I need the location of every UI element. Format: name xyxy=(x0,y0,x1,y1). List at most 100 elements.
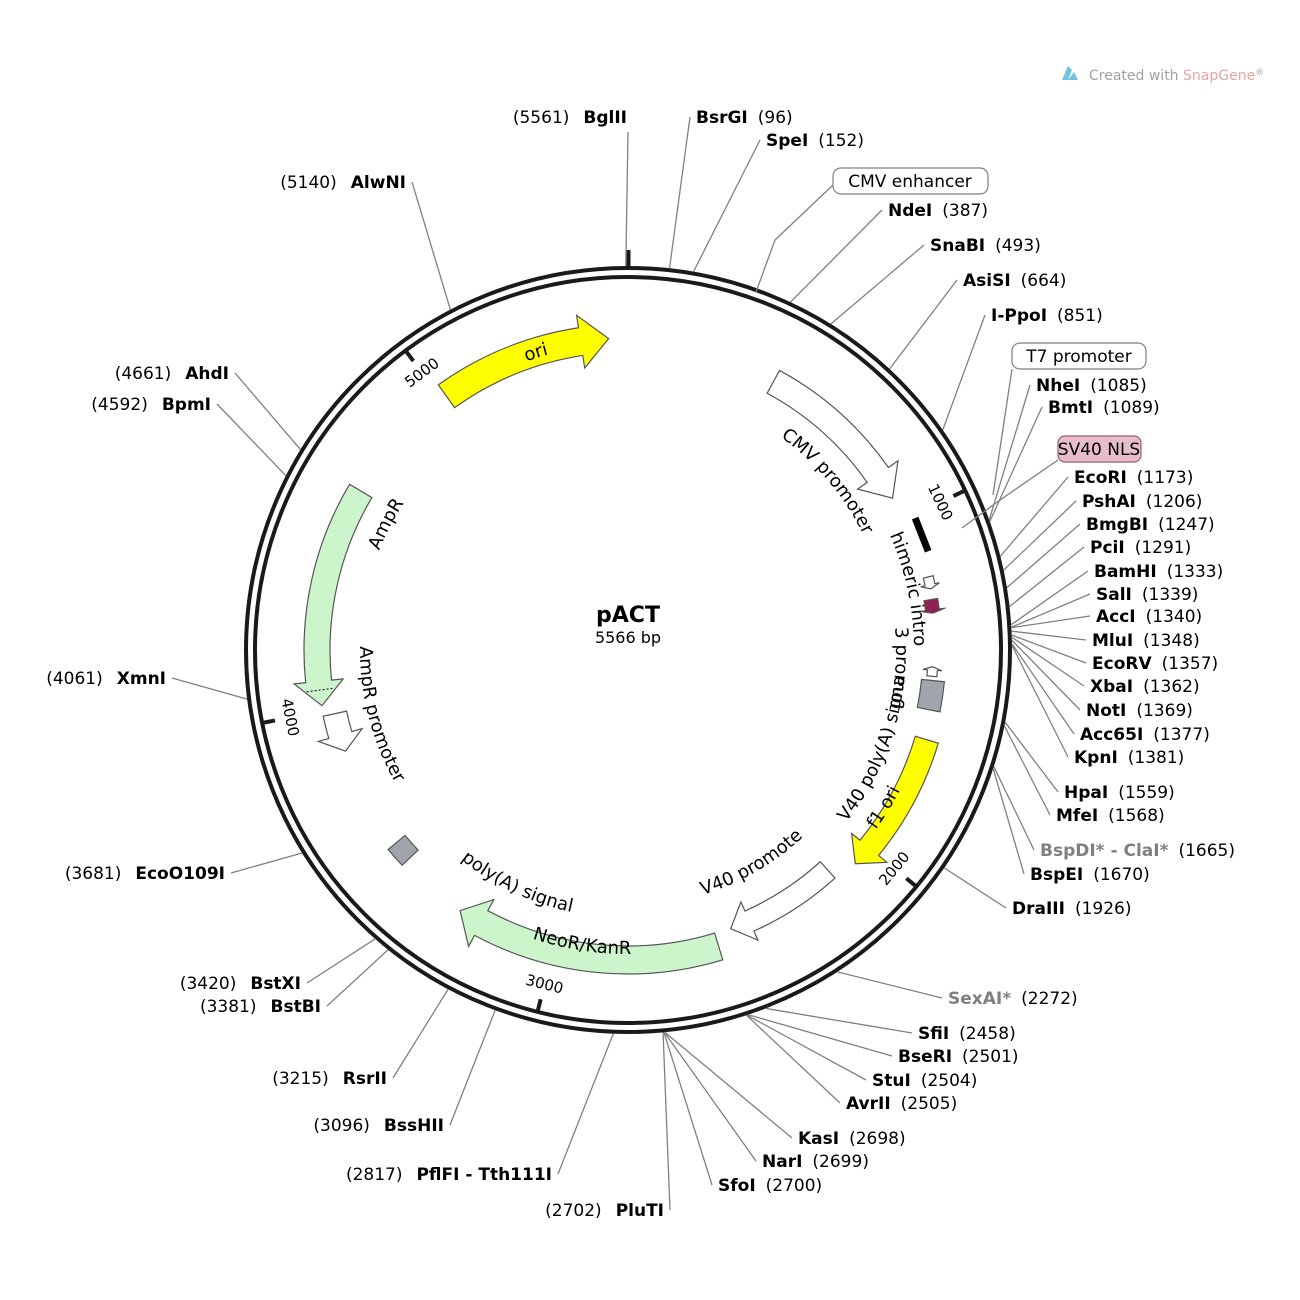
site-mfei-label: MfeI(1568) xyxy=(1056,806,1165,826)
site-bmgbi: BmgBI(1247) xyxy=(1086,515,1215,535)
sv40-nls-label: SV40 NLS xyxy=(1058,440,1140,460)
site-sali-label: SalI(1339) xyxy=(1096,585,1198,605)
site-ndei: NdeI(387) xyxy=(888,201,988,221)
site-asisi-position: (664) xyxy=(1021,271,1067,291)
site-pshai-leader xyxy=(1003,500,1077,571)
site-bsrgi: BsrGI(96) xyxy=(696,108,793,128)
site-draiii-leader xyxy=(943,867,1007,909)
site-sfii: SfiI(2458) xyxy=(918,1024,1016,1044)
site-bspdi-clai-leader xyxy=(993,766,1035,851)
site-pluti-position: (2702) xyxy=(545,1201,602,1221)
site-bsrgi-leader xyxy=(668,116,691,269)
site-stui: StuI(2504) xyxy=(872,1071,977,1091)
site-i-ppoi-label: I-PpoI (851) xyxy=(991,306,1103,326)
tick-mark xyxy=(261,718,276,725)
site-pluti-label: (2702)PluTI xyxy=(545,1201,664,1221)
site-i-ppoi-position: (851) xyxy=(1057,306,1103,326)
site-nari: NarI(2699) xyxy=(762,1152,869,1172)
site-rsrii-label: (3215)RsrII xyxy=(272,1069,387,1089)
site-ecorv-enzyme: EcoRV xyxy=(1092,654,1152,674)
site-sali-leader xyxy=(1011,593,1091,628)
site-acci-label: AccI(1340) xyxy=(1096,607,1202,627)
tick-label: 4000 xyxy=(278,697,303,738)
site-ecoo109i-position: (3681) xyxy=(65,864,122,884)
site-spei-enzyme: SpeI xyxy=(766,131,808,151)
site-bstxi-enzyme: BstXI xyxy=(250,974,301,994)
tick-label: 3000 xyxy=(524,971,565,998)
site-bamhi-label: BamHI(1333) xyxy=(1094,562,1223,582)
tick-mark xyxy=(403,349,415,363)
site-bmgbi-enzyme: BmgBI xyxy=(1086,515,1148,535)
site-stui-position: (2504) xyxy=(921,1071,978,1091)
site-rsrii: (3215)RsrII xyxy=(272,1069,387,1089)
site-bpmi-label: (4592) BpmI xyxy=(91,395,211,415)
site-asisi-leader xyxy=(889,279,958,370)
site-snabi-enzyme: SnaBI xyxy=(930,236,985,256)
site-xbai-leader xyxy=(1011,636,1085,687)
site-nari-leader xyxy=(663,1031,757,1162)
site-bseri-enzyme: BseRI xyxy=(898,1047,952,1067)
site-bmti: BmtI (1089) xyxy=(1048,398,1160,418)
site-bmti-label: BmtI (1089) xyxy=(1048,398,1160,418)
site-hpai-position: (1559) xyxy=(1118,783,1175,803)
watermark-text: Created with SnapGene® xyxy=(1089,68,1264,84)
site-sexai-leader xyxy=(837,971,943,999)
site-bglii-position: (5561) xyxy=(513,108,570,128)
site-sfii-label: SfiI(2458) xyxy=(918,1024,1016,1044)
ampr-promoter-feature-arrow xyxy=(316,710,364,752)
site-bpmi-enzyme: BpmI xyxy=(162,395,211,415)
site-alwni-leader xyxy=(411,181,451,310)
cmv-enhancer-label-group: CMV enhancer xyxy=(755,167,989,293)
site-xbai: XbaI(1362) xyxy=(1090,677,1200,697)
site-pshai: PshAI(1206) xyxy=(1082,492,1202,512)
site-rsrii-position: (3215) xyxy=(272,1069,329,1089)
site-sfoi-enzyme: SfoI xyxy=(718,1176,756,1196)
backbone-inner-ring xyxy=(253,275,1003,1025)
site-bstxi-leader xyxy=(306,938,376,984)
ampr-promoter-label: AmpR promoter xyxy=(355,646,410,786)
site-asisi-enzyme: AsiSI xyxy=(963,271,1011,291)
site-bamhi-enzyme: BamHI xyxy=(1094,562,1157,582)
tick-label: 1000 xyxy=(924,481,957,523)
site-sfoi: SfoI(2700) xyxy=(718,1176,822,1196)
site-ecori-position: (1173) xyxy=(1137,468,1194,488)
site-bsshii-label: (3096)BssHII xyxy=(313,1116,444,1136)
site-bpmi-position: (4592) xyxy=(91,395,148,415)
site-alwni: (5140)AlwNI xyxy=(280,173,406,193)
site-kpni-label: KpnI(1381) xyxy=(1074,748,1184,768)
site-ahdi-leader xyxy=(234,372,301,450)
site-mlui: MluI(1348) xyxy=(1092,631,1200,651)
site-mfei-leader xyxy=(1003,725,1051,816)
site-kpni-enzyme: KpnI xyxy=(1074,748,1118,768)
site-bmgbi-leader xyxy=(1006,523,1081,589)
t7-promoter-label-group: T7 promoter xyxy=(992,342,1147,496)
site-draiii: DraIII(1926) xyxy=(1012,899,1131,919)
cmv-promoter-feature-arrow xyxy=(766,369,899,499)
site-acci-enzyme: AccI xyxy=(1096,607,1136,627)
site-mfei-enzyme: MfeI xyxy=(1056,806,1098,826)
site-ecorv: EcoRV(1357) xyxy=(1092,654,1218,674)
site-bsshii-leader xyxy=(449,1010,496,1126)
chimeric-intron-label: chimeric intron xyxy=(0,0,930,647)
site-pcii: PciI(1291) xyxy=(1090,538,1191,558)
site-bmti-position: (1089) xyxy=(1103,398,1160,418)
site-bmti-enzyme: BmtI xyxy=(1048,398,1093,418)
site-i-ppoi: I-PpoI (851) xyxy=(991,306,1103,326)
site-bstbi-enzyme: BstBI xyxy=(271,997,322,1017)
t7-promoter-leader xyxy=(992,368,1013,496)
site-bamhi: BamHI(1333) xyxy=(1094,562,1223,582)
site-ndei-label: NdeI(387) xyxy=(888,201,988,221)
site-spei-position: (152) xyxy=(818,131,864,151)
site-i-ppoi-enzyme: I-PpoI xyxy=(991,306,1047,326)
sv40-nls-leader-2 xyxy=(961,499,1001,529)
site-snabi: SnaBI(493) xyxy=(930,236,1041,256)
site-asisi: AsiSI (664) xyxy=(963,271,1066,291)
site-alwni-position: (5140) xyxy=(280,173,337,193)
site-mlui-enzyme: MluI xyxy=(1092,631,1133,651)
site-pshai-enzyme: PshAI xyxy=(1082,492,1136,512)
site-ecoo109i-leader xyxy=(230,852,303,874)
site-bamhi-leader xyxy=(1010,570,1089,626)
site-bspei: BspEI(1670) xyxy=(1030,865,1150,885)
site-stui-leader xyxy=(746,1014,867,1081)
site-sali: SalI(1339) xyxy=(1096,585,1198,605)
